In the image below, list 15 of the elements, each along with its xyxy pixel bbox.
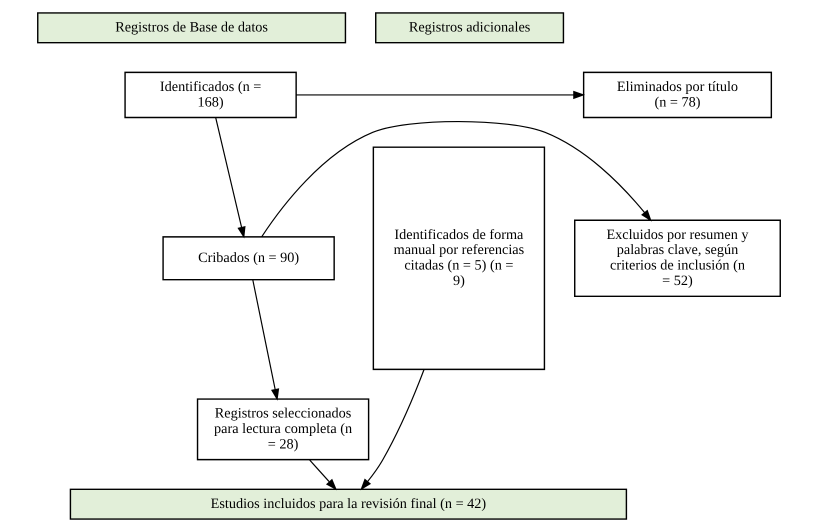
arrow	[215, 118, 246, 238]
arrow	[309, 460, 338, 490]
node-box: Eliminados por título (n = 78)	[582, 72, 772, 118]
arrow	[252, 280, 280, 401]
arrow	[261, 120, 652, 237]
node-box: Identificados (n = 168)	[124, 72, 297, 118]
node-box: Cribados (n = 90)	[162, 236, 335, 280]
node-box: Identificados de forma manual por referencias citadas (n = 5) (n = 9)	[372, 146, 546, 370]
node-box: Registros de Base de datos	[37, 12, 346, 44]
node-box: Registros adicionales	[375, 12, 564, 44]
node-box: Excluidos por resumen y palabras clave, según criterios de inclusión (n = 52)	[574, 220, 781, 297]
arrow	[360, 370, 424, 490]
node-box: Registros seleccionados para lectura completa (n = 28)	[196, 398, 370, 460]
arrow	[296, 90, 586, 100]
node-box: Estudios incluidos para la revisión final (n = 42)	[70, 488, 628, 520]
